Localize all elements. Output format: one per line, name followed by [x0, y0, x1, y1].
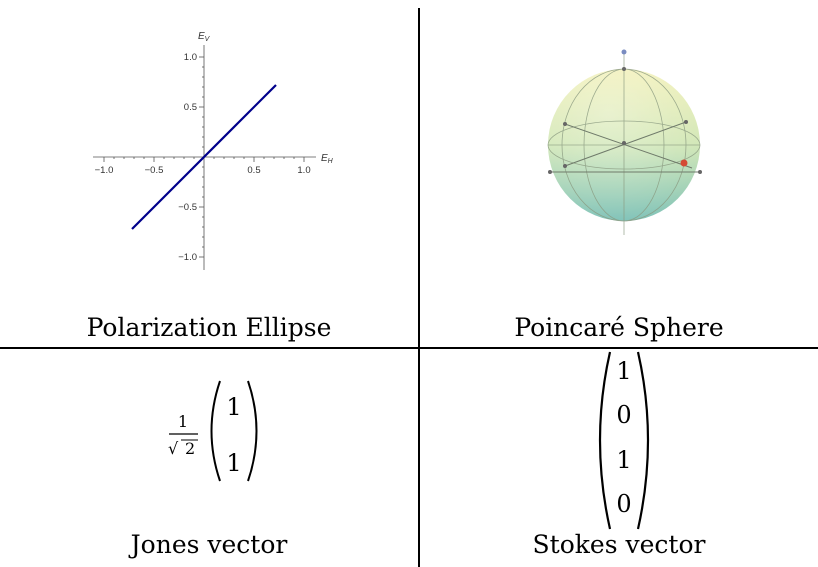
jones-vector: 1 √ 2 1 1	[168, 380, 258, 482]
y-tick-label: 1.0	[184, 52, 197, 63]
horizontal-divider	[0, 347, 818, 349]
y-ticks	[199, 56, 204, 258]
x-ticks	[103, 157, 305, 162]
stokes-component: 1	[616, 446, 631, 474]
jones-vector-caption: Jones vector	[130, 530, 288, 559]
stokes-component: 1	[616, 357, 631, 385]
polarization-line	[131, 84, 277, 230]
y-axis-label: EV	[198, 31, 211, 43]
jones-component: 1	[226, 449, 241, 477]
jones-prefactor-denominator: 2	[185, 439, 195, 458]
polarization-ellipse-caption: Polarization Ellipse	[86, 313, 332, 342]
poincare-sphere-caption: Poincaré Sphere	[514, 313, 724, 342]
y-tick-label: −0.5	[178, 202, 197, 213]
polarization-state-marker	[680, 159, 688, 167]
sqrt-symbol: √	[168, 439, 179, 458]
stokes-left-paren	[598, 351, 612, 530]
jones-right-paren	[247, 380, 258, 482]
jones-component: 1	[226, 393, 241, 421]
poincare-sphere	[547, 49, 702, 235]
y-tick-label: −1.0	[178, 252, 197, 263]
stokes-component: 0	[616, 401, 631, 429]
stokes-component: 0	[616, 490, 631, 518]
x-tick-label: 0.5	[247, 165, 260, 176]
stokes-right-paren	[636, 351, 650, 530]
stokes-vector-caption: Stokes vector	[532, 530, 706, 559]
x-tick-label: −0.5	[145, 165, 164, 176]
vertical-divider	[418, 8, 420, 567]
sphere-axis-points	[548, 49, 702, 174]
jones-prefactor-numerator: 1	[178, 412, 188, 431]
y-tick-label: 0.5	[184, 102, 197, 113]
x-tick-label: 1.0	[297, 165, 310, 176]
x-tick-label: −1.0	[95, 165, 114, 176]
jones-left-paren	[210, 380, 221, 482]
x-axis-label: EH	[321, 153, 334, 165]
stokes-vector: 1 0 1 0	[598, 351, 650, 530]
polarization-ellipse-plot: −1.0 −0.5 0.5 1.0 1.0 0.5 −0.5 −1.0 EV E…	[93, 31, 334, 270]
